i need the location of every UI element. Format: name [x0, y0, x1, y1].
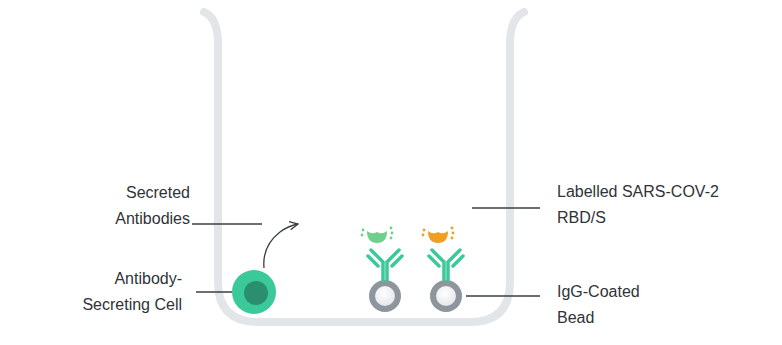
leader-line	[192, 223, 262, 224]
callout-label: IgG-Coated Bead	[557, 279, 657, 331]
cell-nucleus	[244, 281, 268, 305]
bead	[433, 283, 459, 309]
antibody	[368, 250, 402, 280]
cell-body	[232, 270, 276, 314]
secretion-arrow	[264, 224, 298, 268]
leader-line	[466, 295, 540, 296]
leader-line	[196, 291, 232, 292]
bead	[372, 283, 398, 309]
antigen-green	[361, 227, 394, 243]
antibody	[429, 250, 463, 280]
leader-line	[472, 207, 540, 208]
callout-label: Labelled SARS-COV-2 RBD/S	[557, 179, 727, 231]
antigen-orange	[422, 227, 455, 243]
callout-label: Antibody- Secreting Cell	[62, 266, 182, 318]
callout-label: Secreted Antibodies	[80, 180, 190, 232]
well-outline	[204, 12, 524, 322]
